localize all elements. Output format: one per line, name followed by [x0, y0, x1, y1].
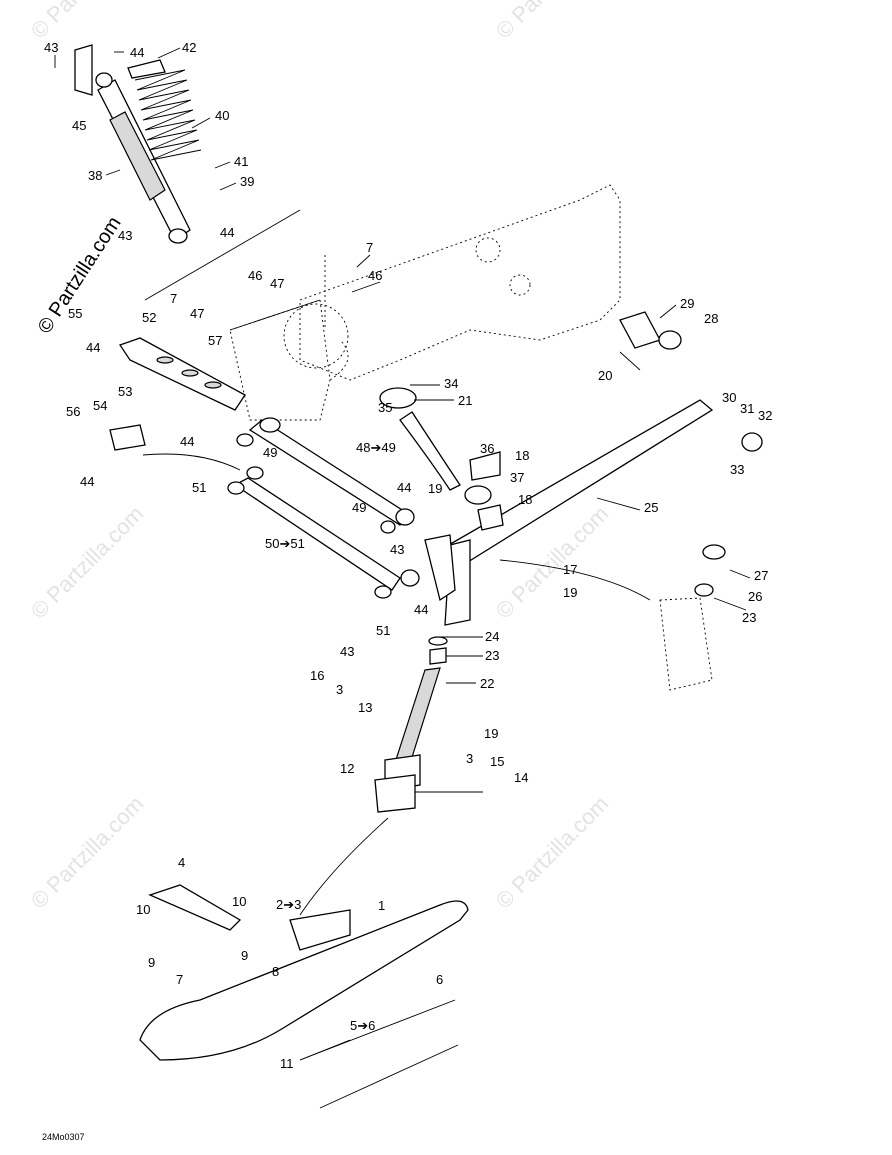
callout-label: 18: [515, 448, 529, 463]
callout-label: 23: [485, 648, 499, 663]
callout-label: 50➔51: [265, 536, 305, 551]
callout-label: 33: [730, 462, 744, 477]
callout-label: 1: [378, 898, 385, 913]
callout-label: 57: [208, 333, 222, 348]
callout-label: 32: [758, 408, 772, 423]
callout-label: 45: [72, 118, 86, 133]
callout-label: 25: [644, 500, 658, 515]
callout-label: 16: [310, 668, 324, 683]
upper-arm: [109, 337, 246, 451]
callout-label: 7: [170, 291, 177, 306]
callout-label: 7: [176, 972, 183, 987]
callout-label: 9: [241, 948, 248, 963]
callout-label: 19: [563, 585, 577, 600]
callout-label: 40: [215, 108, 229, 123]
callout-label: 39: [240, 174, 254, 189]
drawing-id: 24Mo0307: [42, 1132, 85, 1142]
callout-label: 9: [148, 955, 155, 970]
callout-label: 23: [742, 610, 756, 625]
callout-label: 47: [270, 276, 284, 291]
callout-label: 35: [378, 400, 392, 415]
callout-label: 53: [118, 384, 132, 399]
callout-label: 43: [390, 542, 404, 557]
callout-label: 44: [414, 602, 428, 617]
callout-label: 54: [93, 398, 107, 413]
watermark-text: © Partzilla.com: [26, 0, 149, 44]
callout-label: 5➔6: [350, 1018, 375, 1033]
callout-label: 4: [178, 855, 185, 870]
watermark-text: © Partzilla.com: [26, 791, 149, 914]
callout-label: 52: [142, 310, 156, 325]
callout-label: 24: [485, 629, 499, 644]
callout-label: 30: [722, 390, 736, 405]
callout-label: 19: [484, 726, 498, 741]
watermark-text: © Partzilla.com: [26, 501, 149, 624]
callout-label: 44: [80, 474, 94, 489]
callout-label: 44: [397, 480, 411, 495]
callout-labels: 43 44 42 45 40 38 41 39 43 44 7 46 47 46…: [44, 40, 772, 1071]
callout-label: 51: [376, 623, 390, 638]
callout-label: 27: [754, 568, 768, 583]
callout-label: 44: [220, 225, 234, 240]
shock-absorber: [74, 44, 191, 244]
callout-label: 3: [466, 751, 473, 766]
callout-label: 55: [68, 306, 82, 321]
callout-label: 41: [234, 154, 248, 169]
callout-label: 12: [340, 761, 354, 776]
watermark-text: © Partzilla.com: [491, 791, 614, 914]
callout-label: 15: [490, 754, 504, 769]
callout-label: 14: [514, 770, 528, 785]
callout-label: 36: [480, 441, 494, 456]
callout-label: 38: [88, 168, 102, 183]
callout-label: 56: [66, 404, 80, 419]
spindle-detail: [659, 544, 726, 691]
callout-label: 10: [136, 902, 150, 917]
callout-label: 7: [366, 240, 373, 255]
radius-rods: [227, 417, 420, 599]
callout-label: 31: [740, 401, 754, 416]
callout-label: 43: [118, 228, 132, 243]
callout-label: 20: [598, 368, 612, 383]
callout-label: 22: [480, 676, 494, 691]
callout-label: 17: [563, 562, 577, 577]
callout-label: 13: [358, 700, 372, 715]
callout-label: 34: [444, 376, 458, 391]
callout-label: 18: [518, 492, 532, 507]
callout-label: 49: [352, 500, 366, 515]
callout-label: 46: [368, 268, 382, 283]
callout-label: 48➔49: [356, 440, 396, 455]
callout-label: 21: [458, 393, 472, 408]
watermark-text: © Partzilla.com: [491, 0, 614, 44]
callout-label: 8: [272, 964, 279, 979]
callout-label: 49: [263, 445, 277, 460]
callout-label: 29: [680, 296, 694, 311]
callout-label: 28: [704, 311, 718, 326]
callout-label: 11: [280, 1056, 294, 1071]
callout-label: 43: [44, 40, 58, 55]
callout-label: 26: [748, 589, 762, 604]
callout-label: 19: [428, 481, 442, 496]
callout-label: 10: [232, 894, 246, 909]
callout-label: 47: [190, 306, 204, 321]
spring: [127, 59, 202, 161]
callout-label: 6: [436, 972, 443, 987]
callout-label: 44: [130, 45, 144, 60]
callout-label: 42: [182, 40, 196, 55]
callout-label: 37: [510, 470, 524, 485]
frame-chassis: [144, 184, 621, 421]
callout-label: 51: [192, 480, 206, 495]
spindle: [374, 534, 456, 813]
callout-label: 44: [180, 434, 194, 449]
callout-label: 46: [248, 268, 262, 283]
callout-label: 2➔3: [276, 897, 301, 912]
callout-label: 3: [336, 682, 343, 697]
callout-label: 44: [86, 340, 100, 355]
callout-label: 43: [340, 644, 354, 659]
ski: [139, 884, 469, 1109]
leader-lines: [54, 47, 751, 1061]
